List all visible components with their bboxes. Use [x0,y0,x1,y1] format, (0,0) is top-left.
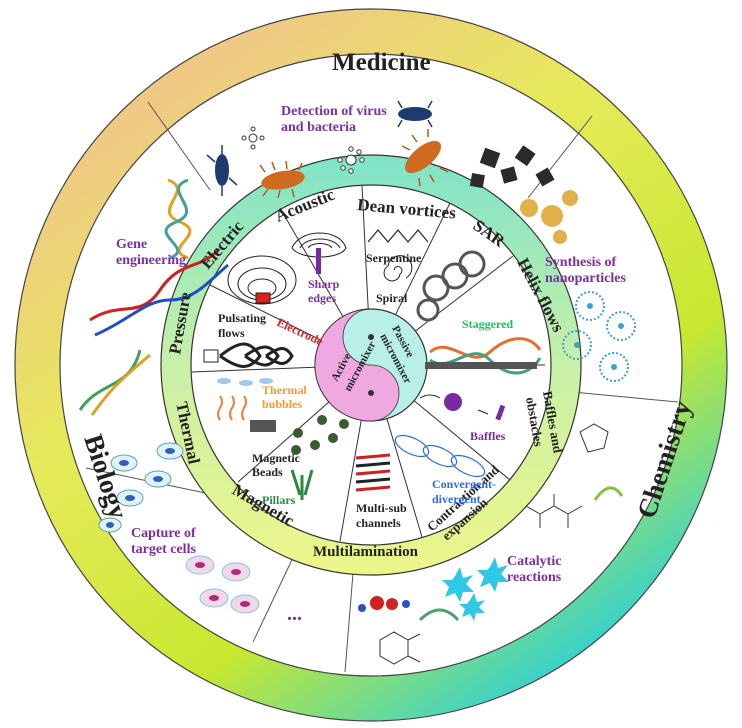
baffles-icon [419,393,506,421]
pillars-icon [290,469,314,500]
cells-label-line2: target cells [131,542,196,557]
nano-label-line1: Synthesis of [545,255,617,270]
convergent-label-line2: divergent [432,492,481,506]
catalytic-label-line2: reactions [507,570,562,585]
thermal-bubbles-label-line2: bubbles [262,397,302,411]
magnetic-beads-icon [291,415,349,455]
convergent-label-line1: Convergent- [432,477,496,491]
micelle-icon [562,291,636,382]
spiral-icon [383,255,413,282]
acoustic-flow-icon [291,232,347,258]
more-ellipsis: ... [287,603,302,625]
thermal-bubble-icon [217,378,273,421]
virus-label-line1: Detection of virus [281,104,387,119]
pillars-label: Pillars [262,493,296,507]
thermal-bubbles-label-line1: Thermal [262,383,307,397]
gene-label-line2: engineering [116,253,186,268]
heater-icon [250,420,276,432]
molecule-icon [358,423,624,665]
center-yinyang [314,308,428,422]
multilamination-icon [355,453,391,492]
serpentine-icon [367,229,429,243]
micelle-core-icon [574,303,624,370]
serpentine-label: Serpentine [366,251,422,265]
multilamination-label: Multilamination [313,544,419,560]
helix-channel-icon [425,362,537,369]
medicine-title: Medicine [332,49,431,76]
cell-nucleus-pink-icon [195,562,250,607]
magnetic-beads-label-line1: Magnetic [252,451,301,465]
nanocube-icon [469,145,555,189]
spiral-label: Spiral [376,291,408,305]
nano-label-line2: nanoparticles [545,271,626,286]
pulsating-label-line2: flows [218,326,245,340]
baffles-label: Baffles [470,429,506,443]
sharp-edges-label-line1: Sharp [308,277,340,291]
convergent-divergent-icon [394,434,486,478]
pulsating-label-line1: Pulsating [218,311,266,325]
catalyst-star-icon [442,557,509,621]
virus-icon [241,126,365,174]
virus-label-line2: and bacteria [281,120,356,135]
dna-helix-icon [78,178,229,416]
cell-nucleus-icon [106,448,175,528]
catalytic-label-line1: Catalytic [507,554,561,569]
multisub-label-line2: channels [356,516,401,530]
gene-label-line1: Gene [116,237,147,252]
sar-rings-icon [416,250,486,322]
staggered-label: Staggered [462,317,513,331]
multisub-label-line1: Multi-sub [356,501,407,515]
sharp-edges-label-line2: edges [308,291,336,305]
inlet-icon [203,349,219,363]
magnetic-beads-label-line2: Beads [252,465,283,479]
pulsating-flow-icon [219,342,294,368]
bacteria-icon [206,100,449,199]
gold-particle-icon [520,190,578,244]
electrode-icon [255,292,271,304]
sharp-edge-icon [316,248,321,274]
cells-label-line1: Capture of [131,526,196,541]
